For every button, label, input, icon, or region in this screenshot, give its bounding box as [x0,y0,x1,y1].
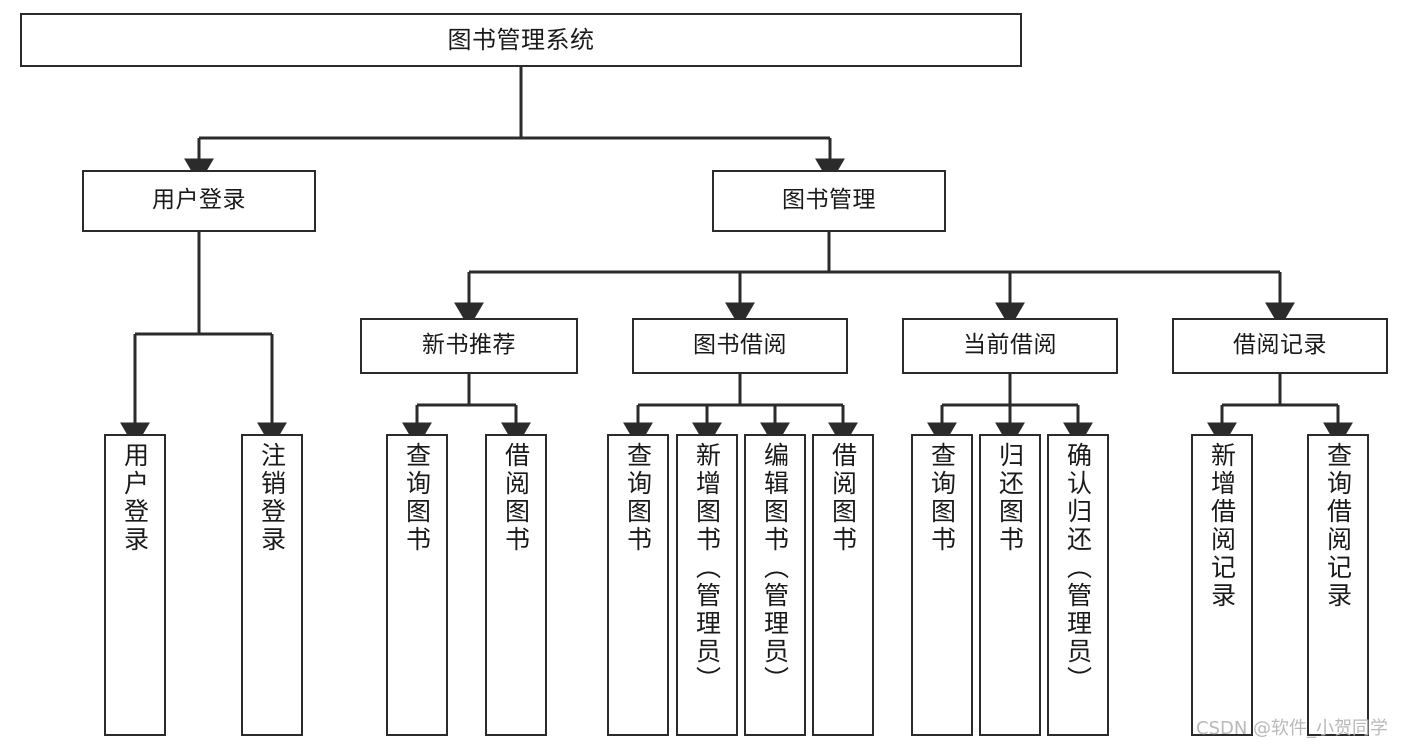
node-label: 查询图书 [623,442,653,554]
node-label: 新增借阅记录 [1207,442,1237,610]
node-label: 图书管理 [782,187,876,214]
node-root-system[interactable]: 图书管理系统 [20,13,1022,67]
leaf-user-login-login[interactable]: 用户登录 [104,434,166,736]
leaf-current-borrow-confirm-return[interactable]: 确认归还（管理员） [1047,434,1109,736]
leaf-user-login-logout[interactable]: 注销登录 [241,434,303,736]
watermark-text: CSDN @软件_小贺同学 [1196,718,1389,739]
node-label: 借阅图书 [828,442,858,554]
leaf-new-book-borrow[interactable]: 借阅图书 [485,434,547,736]
node-label: 借阅图书 [501,442,531,554]
node-label: 新书推荐 [422,332,516,359]
leaf-book-borrow-add[interactable]: 新增图书（管理员） [676,434,738,736]
node-label: 确认归还（管理员） [1063,442,1093,694]
leaf-new-book-query[interactable]: 查询图书 [386,434,448,736]
leaf-book-borrow-edit[interactable]: 编辑图书（管理员） [744,434,806,736]
node-label: 编辑图书（管理员） [760,442,790,694]
node-current-borrow[interactable]: 当前借阅 [902,318,1118,374]
node-new-book-recommend[interactable]: 新书推荐 [360,318,578,374]
node-label: 查询借阅记录 [1323,442,1353,610]
leaf-current-borrow-query[interactable]: 查询图书 [911,434,973,736]
node-label: 注销登录 [257,442,287,554]
leaf-borrow-record-query[interactable]: 查询借阅记录 [1307,434,1369,736]
node-label: 借阅记录 [1233,332,1327,359]
node-label: 图书管理系统 [447,25,595,54]
leaf-current-borrow-return[interactable]: 归还图书 [979,434,1041,736]
leaf-book-borrow-query[interactable]: 查询图书 [607,434,669,736]
node-label: 用户登录 [152,187,246,214]
leaf-book-borrow-borrow[interactable]: 借阅图书 [812,434,874,736]
node-label: 归还图书 [995,442,1025,554]
node-label: 用户登录 [120,442,150,554]
node-label: 新增图书（管理员） [692,442,722,694]
node-book-borrow[interactable]: 图书借阅 [632,318,848,374]
leaf-borrow-record-add[interactable]: 新增借阅记录 [1191,434,1253,736]
node-label: 查询图书 [927,442,957,554]
node-label: 图书借阅 [693,332,787,359]
node-label: 当前借阅 [963,332,1057,359]
node-book-management[interactable]: 图书管理 [712,170,946,232]
node-user-login[interactable]: 用户登录 [82,170,316,232]
node-label: 查询图书 [402,442,432,554]
node-borrow-record[interactable]: 借阅记录 [1172,318,1388,374]
